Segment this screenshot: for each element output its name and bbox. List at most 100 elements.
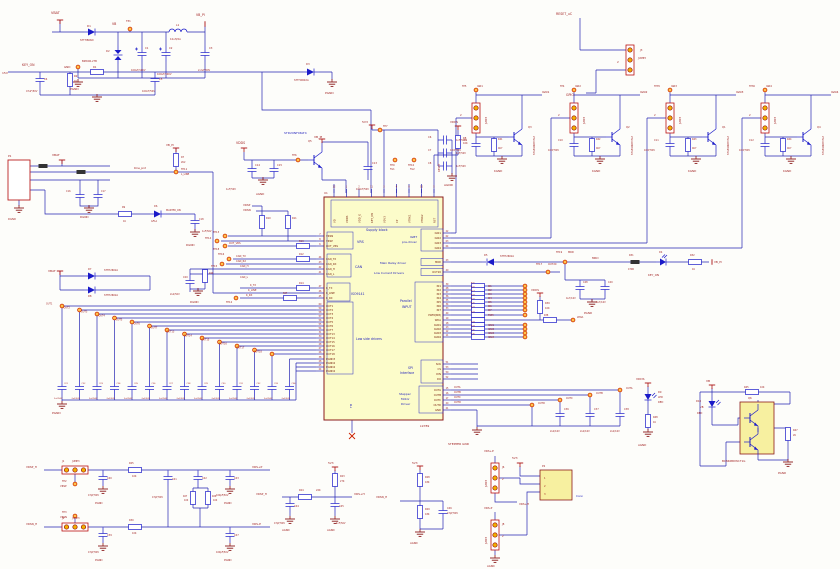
component-body <box>630 260 640 264</box>
c21-val: 2u2/50V <box>54 398 63 400</box>
label-can-h: CAN_H <box>326 267 335 271</box>
lbl-iso: ISO9141 <box>351 292 365 296</box>
label-can-rx: CAN_RX <box>326 262 337 266</box>
net-vrsnp: VRS-P <box>252 522 261 526</box>
r13-ref: R13 <box>299 240 304 243</box>
r7-val: 2K2 <box>181 161 186 164</box>
wire <box>475 92 542 157</box>
wire <box>52 20 206 79</box>
r28-val: 18K <box>425 481 430 484</box>
net-mrd: MRD <box>592 256 599 260</box>
jumper-pin <box>667 105 673 111</box>
net-vbpi5: VB_PI <box>166 143 174 147</box>
in2: IN2 <box>488 289 492 292</box>
label-10: 10 <box>420 186 423 189</box>
component-body <box>296 256 310 262</box>
net-krx: K_RX <box>246 293 253 297</box>
component-body <box>543 317 557 323</box>
c7-ref: C7 <box>428 148 432 152</box>
q4-ref: Q4 <box>817 125 821 129</box>
r11-ref: R11 <box>292 217 297 220</box>
ch3-tpn: IGN3 <box>671 85 677 88</box>
net-keyon1: KEY_ON <box>22 63 35 67</box>
u1-ref: U1 <box>324 191 328 195</box>
wire <box>44 469 270 543</box>
c42-ref: C42 <box>202 477 207 480</box>
component-shape <box>487 258 494 266</box>
ch1-j: JUMP3 <box>485 116 488 125</box>
c28-val: 2u2/50V <box>177 398 186 400</box>
j6-pin2: 2 <box>502 477 504 481</box>
test-point <box>72 513 78 519</box>
label-out6: OUT6 <box>326 324 334 328</box>
lbl-stepgnd: STEPPER GND <box>448 442 470 446</box>
gnd-agnd7: AGND <box>638 443 646 447</box>
label-35: 35 <box>446 299 449 302</box>
net-ktx: K_TX <box>250 283 256 287</box>
label-can-tx: CAN_TX <box>326 257 336 261</box>
label-2: 2 <box>358 186 360 189</box>
component-body <box>414 281 444 343</box>
label-igni3: IGNI3 <box>434 331 441 335</box>
jumper-pin <box>72 467 78 473</box>
c44-ref: C44 <box>294 505 299 508</box>
c32-ref: C32 <box>257 383 262 385</box>
j8-val: JUMP3 <box>485 536 488 545</box>
label-6: 6 <box>319 243 321 246</box>
c27-ref: C27 <box>169 383 174 385</box>
tp9n: 5V1 <box>390 168 395 171</box>
c33-val: 2u2/50V <box>264 398 273 400</box>
in8: PWM <box>488 314 493 317</box>
r16-ref: R16 <box>471 287 476 289</box>
test-point <box>522 330 528 336</box>
r39-ref: R39 <box>545 302 550 305</box>
c37-ref: C37 <box>594 408 599 411</box>
c12-val: 10nF/50V <box>739 149 750 152</box>
label-ign3: IGN3 <box>435 241 442 245</box>
c25-ref: C25 <box>134 383 139 385</box>
component-stroke <box>717 401 721 406</box>
component-stroke <box>663 254 668 259</box>
label-63: 63 <box>446 240 449 243</box>
component-stroke <box>802 128 812 136</box>
label-8: 8 <box>319 238 321 241</box>
o16: OUT16 <box>219 343 227 346</box>
c43-val: 100pF/50V <box>216 494 229 497</box>
igni2: IGNI2 <box>488 328 495 331</box>
net-vbpi: VB_PI <box>196 13 205 17</box>
c30-ref: C30 <box>222 383 227 385</box>
lbl-vrs: VRS <box>357 240 364 244</box>
label-in6: IN6 <box>437 304 442 308</box>
component-body <box>537 300 543 314</box>
label-22: 22 <box>446 230 449 233</box>
c24-val: 2u2/50V <box>107 398 116 400</box>
o15: OUT15 <box>202 339 210 342</box>
label-12: 12 <box>333 186 336 189</box>
component-stroke <box>651 392 656 397</box>
lbl-st1: Stepper <box>399 392 412 396</box>
net-vrsph3: VRS+H <box>354 492 365 496</box>
net-vbpi3: VB_PI <box>314 135 322 139</box>
component-body <box>259 215 265 229</box>
c29-val: 2u2/50V <box>194 398 203 400</box>
gnd-agnd3: AGND <box>282 528 290 532</box>
label-59: 59 <box>319 307 322 310</box>
test-point <box>269 351 275 357</box>
c39-val: 47pF/50V <box>88 551 99 554</box>
j1-val: JUMP3 <box>71 460 80 463</box>
test-point <box>522 295 528 301</box>
c24-ref: C24 <box>117 383 122 385</box>
test-point <box>222 243 228 249</box>
component-body <box>739 401 775 455</box>
j3-val: JUMP3 <box>637 56 646 60</box>
label-ign4: IGN4 <box>435 246 442 250</box>
c25-val: 2u2/50V <box>124 398 133 400</box>
label-igni1: IGNI1 <box>434 323 441 327</box>
tp15: TP15 <box>211 264 218 268</box>
r31-ref: R31 <box>629 254 634 257</box>
tp11: TP11 <box>181 167 188 171</box>
net-vrsn2: VRSN <box>243 208 251 212</box>
label-58: 58 <box>319 311 322 314</box>
d9-l1: LED <box>658 395 663 399</box>
